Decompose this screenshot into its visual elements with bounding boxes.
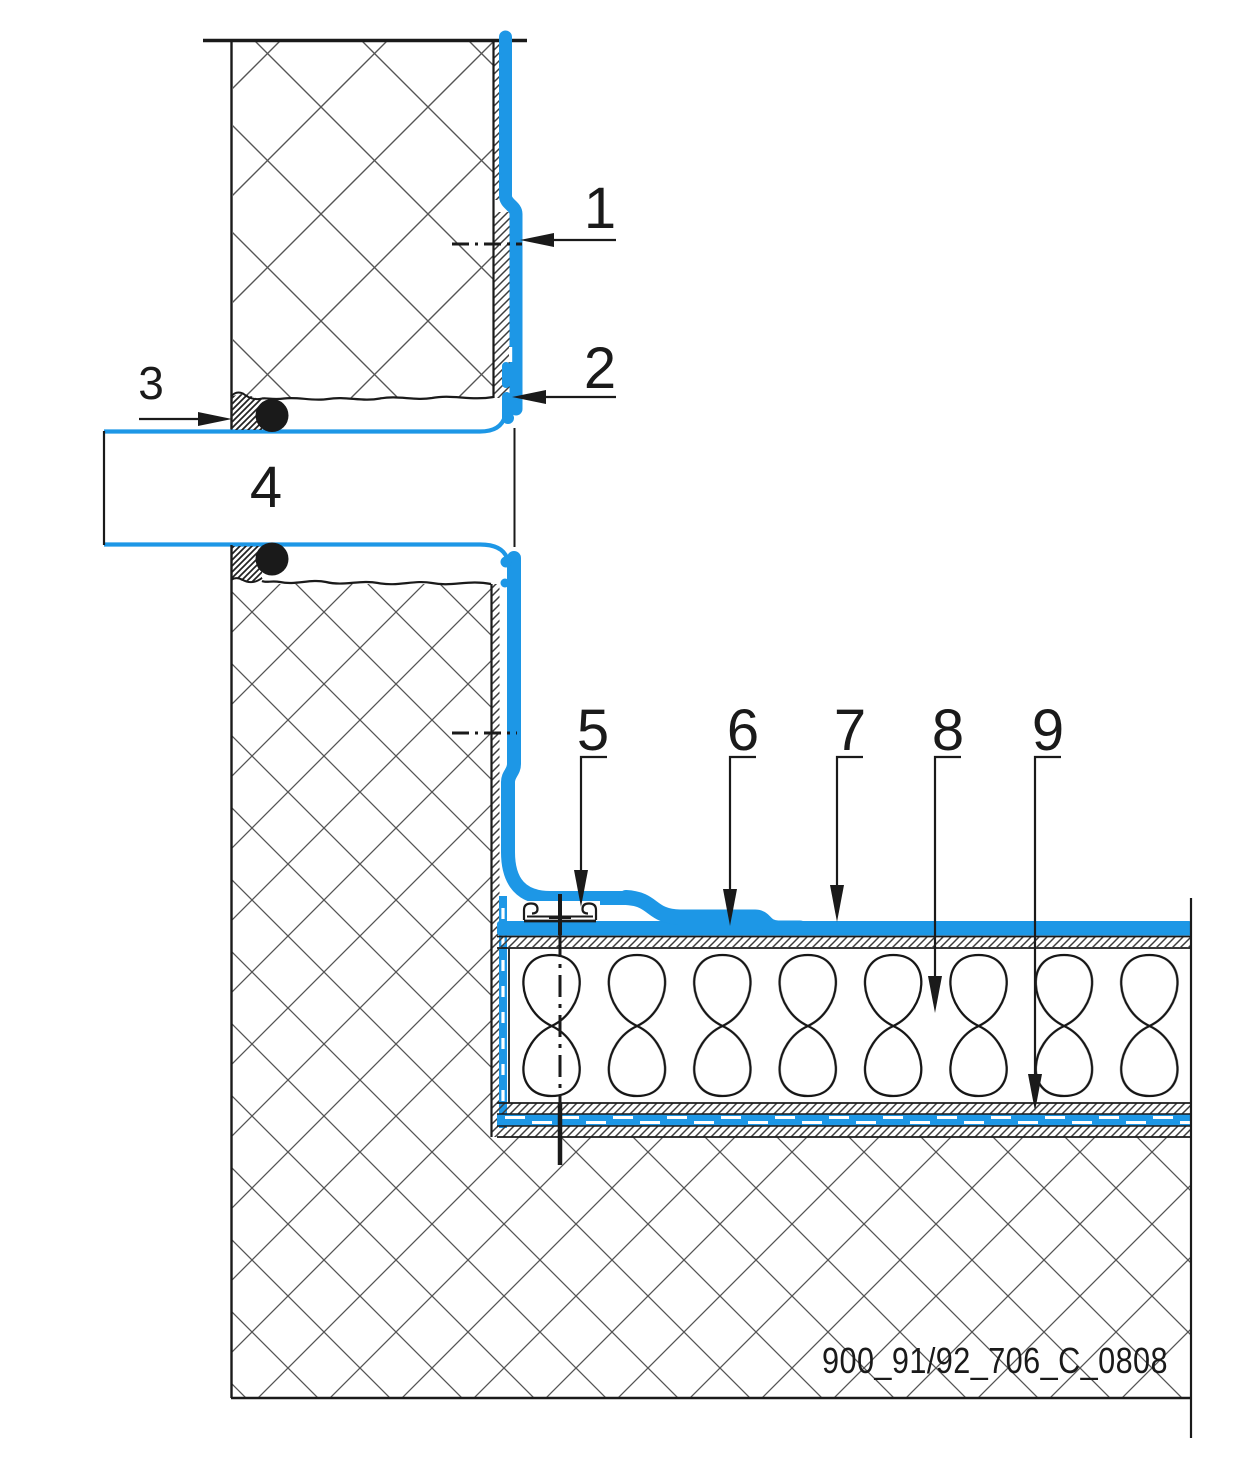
drawing-number: 900_91/92_706_C_0808 [822,1340,1168,1381]
backer-rod-lower [255,542,289,576]
sealant-edge-lower [230,577,263,584]
levelling-layer [497,1126,1192,1137]
insulation-layer [497,947,1192,1103]
clamp-curl-left [522,902,539,920]
joint-sealant-lower [230,542,289,584]
separation-layer [497,935,1192,948]
vapour-barrier [497,896,1192,1138]
joint-sealant-upper [230,391,289,432]
membrane-lower-run [501,551,637,905]
callout-label-8: 8 [932,698,964,763]
membrane-upper-run [499,30,523,416]
lower-wall-broken-edge [261,579,492,586]
protection-layer-under-insulation [497,1103,1192,1114]
leader-line [835,755,863,886]
upper-wall-broken-edge [261,395,494,401]
leader-arrow [198,412,232,426]
sealant-edge-upper [230,391,263,401]
callout-label-2: 2 [584,336,616,401]
lower-wall-and-slab [230,545,1192,1400]
leader-arrow [723,889,737,926]
callout-2: 2 [512,336,616,404]
joint-band-bottom-line [104,542,509,559]
membrane-weld-bump [500,578,510,588]
callout-6: 6 [723,698,759,926]
joint-band-top-line [104,415,508,434]
leader-arrow [928,976,942,1013]
upper-wall [203,38,527,431]
callout-7: 7 [830,698,866,922]
callout-4: 4 [250,455,282,520]
fastener [549,894,571,935]
membrane-overlap-weld [618,890,808,936]
leader-line [933,755,961,977]
upper-wall-masonry-hatch [233,42,493,398]
lower-wall-render-strip [492,584,500,1137]
clamp-curl-right [581,902,598,920]
callout-label-3: 3 [138,357,164,409]
upper-wall-render-strip [494,42,500,200]
roof-membrane [497,921,1192,936]
vapour-barrier-sheet [497,1114,1192,1126]
callout-3: 3 [138,357,232,426]
callout-label-7: 7 [834,698,866,763]
concrete-mass-hatch [231,584,1192,1398]
backer-rod-upper [255,399,289,432]
callout-8: 8 [928,698,964,1013]
roof-membrane-sheet [497,921,1192,936]
leader-arrow [520,233,554,247]
callout-label-9: 9 [1032,698,1064,763]
callout-label-5: 5 [577,698,609,763]
upper-wall-render-strip-wide [494,212,510,398]
leader-line [1033,755,1061,1075]
callout-5: 5 [574,698,609,907]
callout-label-4: 4 [250,455,282,520]
separation-layer-hatch [497,936,1192,948]
sealant-hatch-upper [231,394,262,430]
callout-1: 1 [520,176,616,247]
membrane-weld-bump [500,556,512,568]
leader-arrow [830,885,844,922]
membrane-overlap-slit [501,748,505,770]
leader-arrow [512,390,546,404]
membrane-weld-bump [502,362,510,388]
waterproofing-membrane-lower [500,551,808,936]
sealant-hatch-lower [231,546,262,583]
callouts: 1 2 3 4 5 6 7 [138,176,1064,1111]
membrane-overlap-slit [509,347,513,362]
callout-9: 9 [1028,698,1064,1111]
axis-markers [452,242,563,1165]
callout-label-6: 6 [727,698,759,763]
leader-arrow [574,870,588,907]
leader-arrow [1028,1074,1042,1111]
expansion-joint [102,415,516,559]
callout-label-1: 1 [584,176,616,241]
leader-line [728,755,756,890]
insulation-loops [509,948,1192,1103]
leader-line [579,755,607,872]
